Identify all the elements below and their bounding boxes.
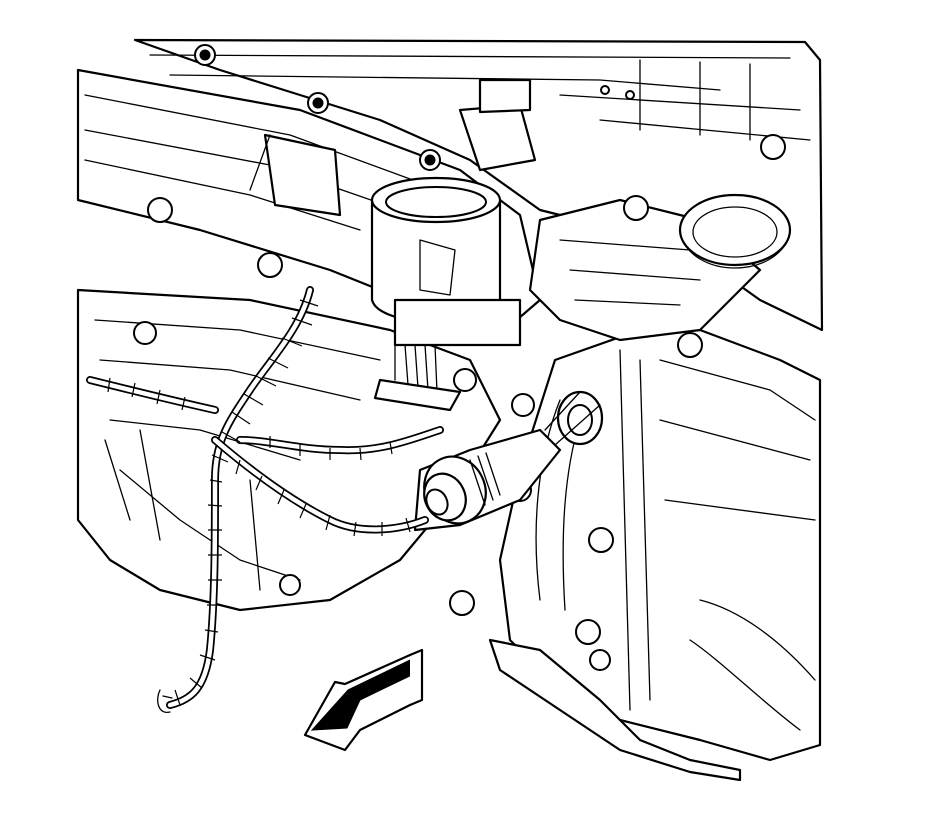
front-direction-arrow xyxy=(303,648,424,752)
intake-ribs xyxy=(373,344,462,412)
intake-port xyxy=(678,193,792,267)
electrical-connector xyxy=(413,390,604,532)
wiring-harness xyxy=(86,286,444,713)
engine-block xyxy=(76,38,824,782)
bolt-heads xyxy=(133,44,786,707)
